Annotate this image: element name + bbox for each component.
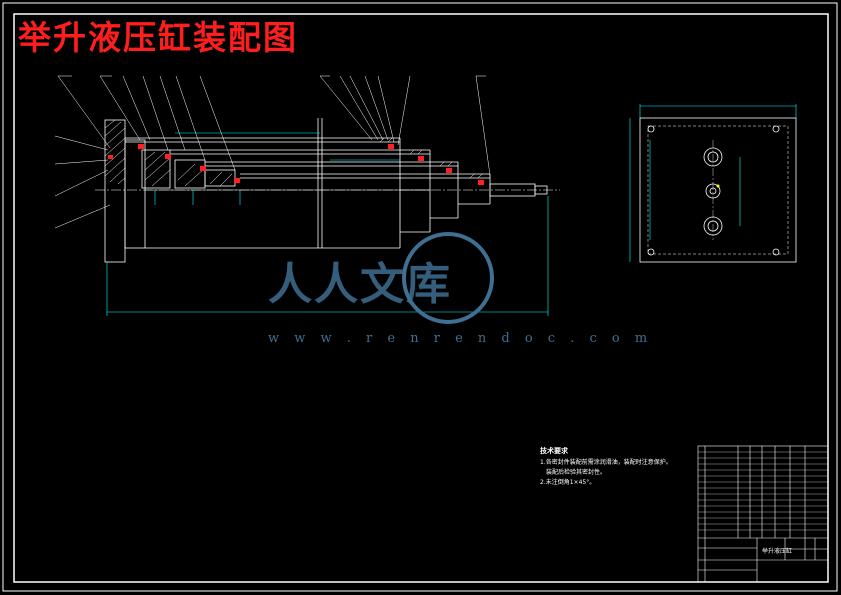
parts-list-rows: [698, 451, 828, 531]
mounting-plate: [639, 117, 797, 263]
title-block: [697, 445, 829, 583]
cylinder-assembly-view: [95, 118, 560, 263]
title-block-drawing-name: 举升液压缸: [762, 548, 793, 555]
section-hatching: [104, 119, 483, 187]
flange-outline: [104, 119, 126, 263]
leader-lines: [54, 75, 491, 229]
watermark-text: 人人文库: [268, 259, 452, 310]
seal-rings: [108, 144, 484, 185]
tech-req-item: 2.未注倒角1×45°。: [540, 479, 596, 486]
tech-req-item: 装配后检验其密封性。: [546, 469, 607, 476]
drawing-title: 举升液压缸装配图: [18, 18, 298, 57]
side-view: [639, 117, 797, 263]
watermark-url: w w w . r e n r e n d o c . c o m: [268, 331, 653, 346]
tech-req-heading: 技术要求: [540, 447, 568, 455]
watermark-circle: [402, 232, 494, 324]
technical-requirements: 技术要求 1.各密封件装配前需涂润滑油，装配时注意保护。 装配后检验其密封性。 …: [540, 446, 672, 488]
center-mark: [716, 184, 720, 188]
tech-req-item: 1.各密封件装配前需涂润滑油，装配时注意保护。: [540, 459, 672, 466]
side-view-dimensions: [629, 104, 797, 262]
